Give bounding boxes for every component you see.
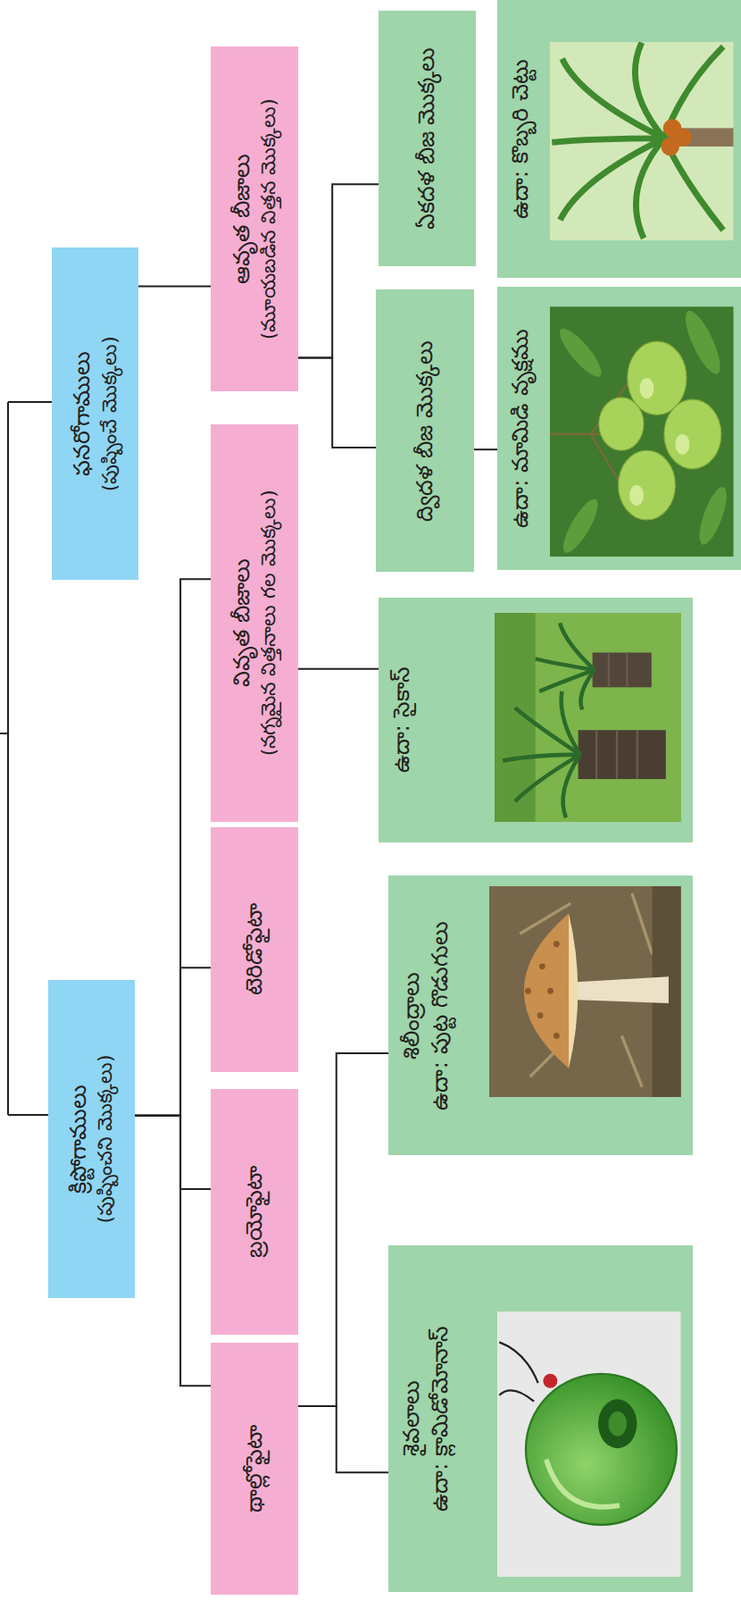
chlamydomonas-picture — [497, 1310, 682, 1576]
group-box: ఫనరోగాములు(పుష్పించే మొక్కలు) — [51, 247, 139, 580]
node-label: వివృత బీజాలు — [227, 557, 258, 687]
example-box: ఉదా: సైకాస్ — [378, 597, 694, 842]
node-label: శైవలాలు — [397, 1379, 427, 1456]
node-sublabel: (మూయబడిన విత్తన మొక్కలు) — [256, 98, 283, 340]
example-box: ఉదా: మామిడి వృక్షము — [497, 286, 741, 570]
division-box: థాల్లోఫైటా — [210, 1341, 299, 1594]
node-label: ఉదా: మామిడి వృక్షము — [506, 328, 536, 528]
node-sublabel: ఉదా: క్లామిడోమోనాస్ — [425, 1324, 456, 1511]
node-label: ద్విదళ బీజ మొక్కలు — [410, 340, 441, 522]
node-label: ఆవృత బీజాలు — [227, 153, 258, 284]
node-sublabel: (పుష్పించని మొక్కలు) — [92, 1053, 119, 1223]
tree-connector — [134, 1115, 211, 1189]
tree-connector — [298, 183, 379, 358]
node-sublabel: (నగ్నమైన విత్తనాలు గల మొక్కలు) — [256, 489, 283, 756]
division-box: టెరిడోఫైటా — [210, 826, 299, 1072]
node-sublabel: ఉదా: పుట్ట గొడుగులు — [425, 920, 456, 1109]
mushroom-picture — [489, 885, 682, 1097]
example-box: ఉదా: కొబ్బరి చెట్టు — [497, 0, 741, 278]
tree-connector — [298, 1052, 389, 1406]
tree-connector — [474, 448, 498, 450]
tree-connector — [134, 578, 211, 1116]
node-label: క్రిప్టోగాములు — [64, 1083, 94, 1193]
example-box: ఏకదళ బీజ మొక్కలు — [378, 10, 477, 266]
node-label: టెరిడోఫైటా — [240, 902, 270, 995]
example-box: శిలీంద్రాలుఉదా: పుట్ట గొడుగులు — [388, 874, 693, 1155]
cycas-picture — [494, 612, 682, 822]
coconut-picture — [549, 41, 734, 242]
node-label: థాల్లోఫైటా — [240, 1423, 270, 1512]
node-label: ఏకదళ బీజ మొక్కలు — [412, 47, 442, 231]
mango-picture — [549, 306, 734, 557]
group-box: క్రిప్టోగాములు(పుష్పించని మొక్కలు) — [48, 979, 135, 1298]
tree-connector — [138, 285, 211, 288]
division-box: ఆవృత బీజాలు(మూయబడిన విత్తన మొక్కలు) — [210, 46, 299, 392]
node-label: ఉదా: సైకాస్ — [387, 666, 417, 773]
division-box: బ్రయోఫైటా — [210, 1088, 299, 1334]
example-box: ద్విదళ బీజ మొక్కలు — [375, 289, 475, 572]
node-label: ఫనరోగాములు — [67, 350, 98, 476]
tree-connector — [134, 1115, 211, 1386]
node-sublabel: (పుష్పించే మొక్కలు) — [97, 335, 124, 492]
node-label: ఉదా: కొబ్బరి చెట్టు — [506, 58, 536, 219]
tree-connector — [298, 667, 379, 670]
division-box: వివృత బీజాలు(నగ్నమైన విత్తనాలు గల మొక్కల… — [210, 424, 299, 822]
node-label: బ్రయోఫైటా — [240, 1165, 270, 1258]
tree-connector — [298, 357, 376, 447]
tree-connector — [298, 1405, 389, 1472]
example-box: శైవలాలుఉదా: క్లామిడోమోనాస్ — [388, 1244, 693, 1591]
tree-connector — [134, 966, 211, 1116]
node-label: శిలీంద్రాలు — [397, 971, 427, 1059]
